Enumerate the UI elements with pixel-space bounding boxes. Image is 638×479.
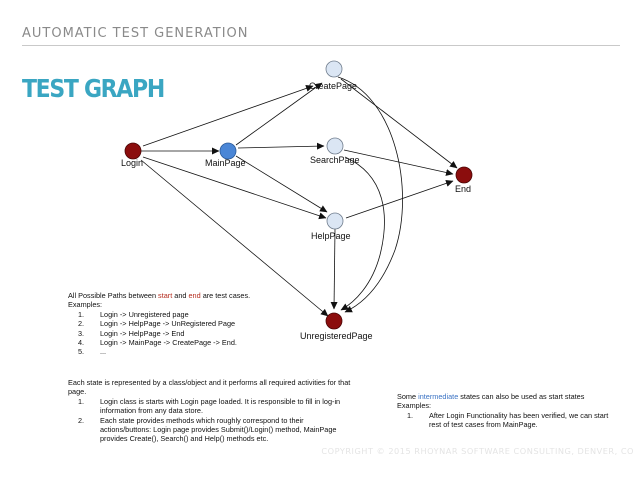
paths-intro: All Possible Paths between start and end… xyxy=(68,291,251,300)
edge-mainpage-searchpage xyxy=(237,142,325,150)
node-createpage xyxy=(325,60,343,78)
list-item: 1.After Login Functionality has been ver… xyxy=(407,410,609,430)
list-item: 1.Login class is starts with Login page … xyxy=(78,396,341,416)
node-helppage xyxy=(326,212,344,230)
node-end-label: End xyxy=(455,184,471,194)
intermediate-word: intermediate xyxy=(418,392,459,401)
edge-helppage-unregisteredpage xyxy=(330,228,338,310)
intermediate-list: 1.After Login Functionality has been ver… xyxy=(397,411,617,430)
edge-login-createpage xyxy=(142,85,314,147)
intermediate-examples-label: Examples: xyxy=(397,401,432,411)
edge-searchpage-unregisteredpage xyxy=(340,156,385,311)
node-login xyxy=(124,142,142,160)
edge-helppage-end xyxy=(345,179,454,219)
edge-login-unregisteredpage xyxy=(140,159,329,317)
copyright-footer: COPYRIGHT © 2015 RHOYNAR SOFTWARE CONSUL… xyxy=(321,446,634,456)
state-list: 1.Login class is starts with Login page … xyxy=(68,397,352,444)
section-header: AUTOMATIC TEST GENERATION xyxy=(22,26,249,41)
edge-mainpage-createpage xyxy=(235,82,323,146)
node-unregisteredpage-label: UnregisteredPage xyxy=(300,331,373,341)
node-mainpage xyxy=(219,142,237,160)
node-searchpage xyxy=(326,137,344,155)
end-word: end xyxy=(188,291,201,300)
header-divider xyxy=(22,45,620,46)
node-unregisteredpage xyxy=(325,312,343,330)
node-end xyxy=(455,166,473,184)
edge-createpage-end xyxy=(340,78,458,169)
state-intro: Each state is represented by a class/obj… xyxy=(68,378,351,397)
start-word: start xyxy=(158,291,173,300)
list-item: 2.Each state provides methods which roug… xyxy=(78,415,337,444)
edge-login-helppage xyxy=(142,156,327,220)
list-item: 1.Login -> Unregistered page xyxy=(78,309,189,319)
node-helppage-label: HelpPage xyxy=(311,231,351,241)
list-item: 4.Login -> MainPage -> CreatePage -> End… xyxy=(78,338,237,348)
slide-title: TEST GRAPH xyxy=(22,74,165,103)
list-item: 5.... xyxy=(78,347,107,357)
intermediate-note: Some intermediate states can also be use… xyxy=(397,392,617,430)
edge-mainpage-helppage xyxy=(235,155,328,213)
node-mainpage-label: MainPage xyxy=(205,158,246,168)
list-item: 2.Login -> HelpPage -> UnRegistered Page xyxy=(78,319,236,329)
paths-examples-label: Examples: xyxy=(68,300,103,310)
paths-list: 1.Login -> Unregistered page 2.Login -> … xyxy=(68,310,333,357)
edge-createpage-unregisteredpage xyxy=(337,76,403,313)
node-login-label: Login xyxy=(121,158,143,168)
list-item: 3.Login -> HelpPage -> End xyxy=(78,328,185,338)
node-createpage-label: CreatePage xyxy=(309,81,357,91)
paths-note: All Possible Paths between start and end… xyxy=(68,291,333,357)
state-note: Each state is represented by a class/obj… xyxy=(68,378,352,444)
intermediate-intro: Some intermediate states can also be use… xyxy=(397,392,585,401)
node-searchpage-label: SearchPage xyxy=(310,155,360,165)
